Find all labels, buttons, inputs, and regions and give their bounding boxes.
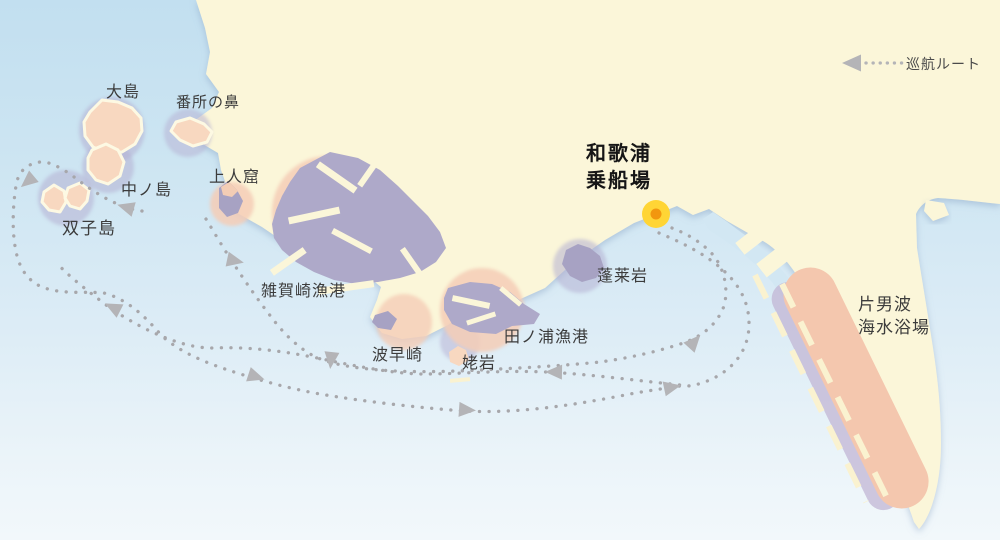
saikazaki-harbor [269,152,446,295]
label-horaiiwa: 蓬莱岩 [597,268,649,285]
arrow-diagonal-bend [324,351,340,369]
label-kataonami-beach: 片男波 海水浴場 [858,294,930,340]
rocks [219,181,604,383]
futagojima-island-west [40,183,68,214]
route-legend [842,54,905,72]
label-futagojima: 双子島 [62,219,116,238]
label-wakaura-line2: 乗船場 [586,170,652,192]
islands [40,98,214,214]
arrow-nakanoshima-west [117,202,136,217]
label-hasayazaki: 波早崎 [372,347,424,364]
legend-arrow-icon [842,54,861,72]
route-saikazaki-diagonal-east [204,217,728,374]
oshima-island [82,98,144,155]
label-saikazaki-gyoko: 雑賀崎漁港 [261,283,347,300]
arrow-westbound [545,364,563,380]
arrow-approach-futagojima [104,303,124,318]
river-mouth-islet [924,200,949,221]
cruise-route [11,160,751,414]
label-nakanoshima: 中ノ島 [121,182,173,199]
horaiiwa-rock [562,244,604,282]
route-arrows [20,170,701,417]
hasayazaki-circle [376,294,432,350]
boarding-point-marker [642,200,670,228]
ubaiwa-sand-strip [449,377,471,383]
label-kataonami-line2: 海水浴場 [858,317,930,337]
hasayazaki-rock [372,311,397,330]
beach-sand-band [783,267,929,509]
label-kataonami-line1: 片男波 [858,295,912,314]
breakwater-dashes [752,273,896,512]
arrow-saikazaki-diagonal [225,251,244,267]
nakanoshima-island [86,142,126,186]
ubaiwa-rock [449,346,469,366]
tanoura-harbor [444,282,540,334]
label-cruise-route-legend: 巡航ルート [906,56,981,72]
bansho-no-hana-point [169,116,214,148]
label-tanoura-gyoko: 田ノ浦漁港 [504,329,590,346]
futagojima-island-east [63,181,91,211]
arrow-return-eastbound [458,401,476,417]
label-ubaiwa: 姥岩 [462,355,497,372]
arrow-return-southwest [246,367,265,382]
label-oshima: 大島 [106,84,141,101]
arrow-return-rise [662,381,681,397]
arrow-futagojima-top [20,170,39,188]
label-wakaura-boarding: 和歌浦 乗船場 [586,141,652,195]
label-bansho-no-hana: 番所の鼻 [176,94,241,111]
shoninkutsu-rock-top [221,182,238,197]
arrow-to-dock [683,335,701,353]
label-wakaura-line1: 和歌浦 [586,143,652,165]
label-shoninkutsu: 上人窟 [209,169,261,186]
